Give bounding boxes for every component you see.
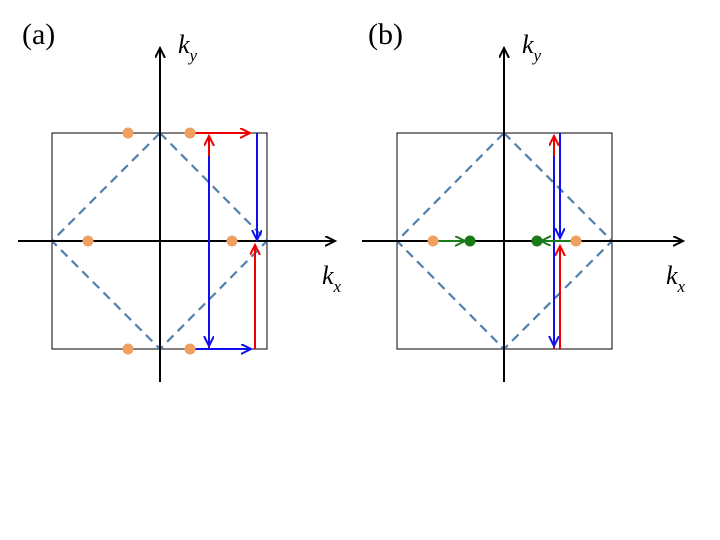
panel-a-orange-dot — [184, 343, 196, 355]
panel-b-ky-label: ky — [522, 30, 542, 65]
panel-b-orange-dot — [570, 235, 582, 247]
panel-b: (b) ky kx — [362, 18, 686, 382]
panel-a: (a) ky kx — [18, 18, 342, 382]
panel-b-green-dot — [531, 235, 543, 247]
panel-a-orange-dot — [122, 127, 134, 139]
panel-a-label: (a) — [22, 18, 55, 51]
panel-b-kx-label: kx — [666, 261, 686, 296]
panel-a-ky-label: ky — [178, 30, 198, 65]
panel-b-orange-dot — [427, 235, 439, 247]
panel-a-orange-dot — [122, 343, 134, 355]
panel-b-green-dot — [464, 235, 476, 247]
panel-a-orange-dot — [226, 235, 238, 247]
panel-a-kx-label: kx — [322, 261, 342, 296]
panel-b-label: (b) — [368, 18, 403, 51]
panel-a-orange-dot — [184, 127, 196, 139]
panel-a-orange-dot — [82, 235, 94, 247]
